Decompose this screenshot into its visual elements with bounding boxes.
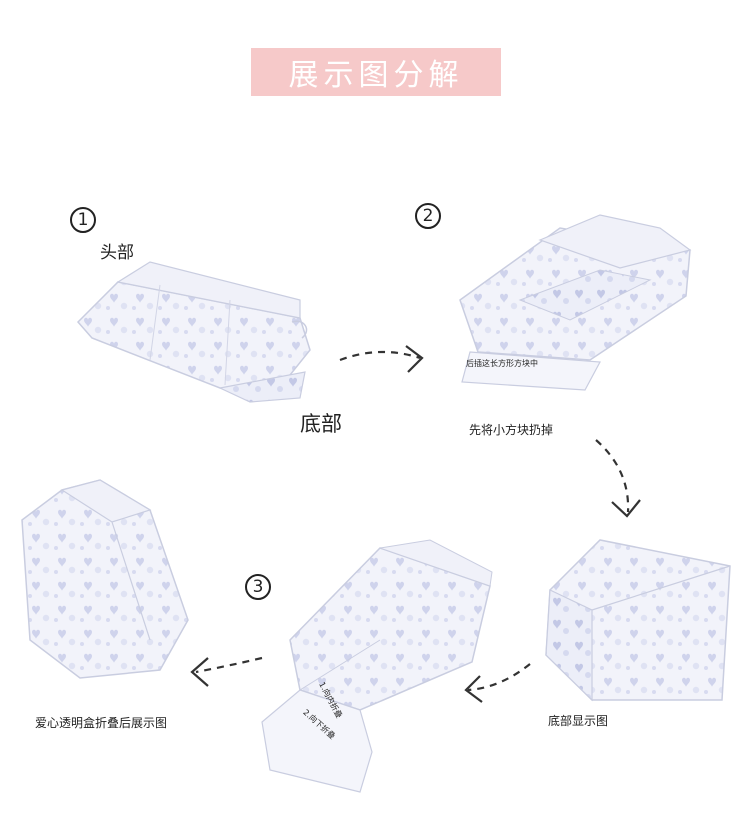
bottom-view-box-illustration bbox=[545, 539, 731, 702]
flat-box-illustration bbox=[76, 261, 311, 403]
step-number-3-text: 3 bbox=[252, 577, 264, 597]
arrow-step2-to-bottom bbox=[595, 439, 641, 518]
assembling-box-illustration bbox=[459, 214, 692, 391]
step-number-2-text: 2 bbox=[422, 206, 434, 226]
page-title: 展示图分解 bbox=[288, 58, 464, 93]
arrow-step3-to-final bbox=[190, 656, 263, 687]
bottom-display-caption: 底部显示图 bbox=[548, 714, 609, 728]
final-folded-box-illustration bbox=[21, 479, 189, 679]
step-number-3: 3 bbox=[245, 574, 271, 600]
bottom-label: 底部 bbox=[300, 412, 342, 436]
folding-box-illustration bbox=[261, 539, 493, 793]
title-banner: 展示图分解 bbox=[251, 48, 501, 96]
arrow-step1-to-step2 bbox=[339, 345, 424, 373]
step2-insert-note: 后插这长方形方块中 bbox=[466, 359, 538, 368]
step-number-1-text: 1 bbox=[77, 210, 89, 230]
final-caption: 爱心透明盒折叠后展示图 bbox=[35, 716, 168, 730]
step-number-1: 1 bbox=[70, 207, 96, 233]
head-label: 头部 bbox=[100, 243, 134, 263]
step2-caption: 先将小方块扔掉 bbox=[469, 423, 554, 437]
arrow-bottom-to-step3 bbox=[464, 663, 531, 703]
step-number-2: 2 bbox=[415, 203, 441, 229]
